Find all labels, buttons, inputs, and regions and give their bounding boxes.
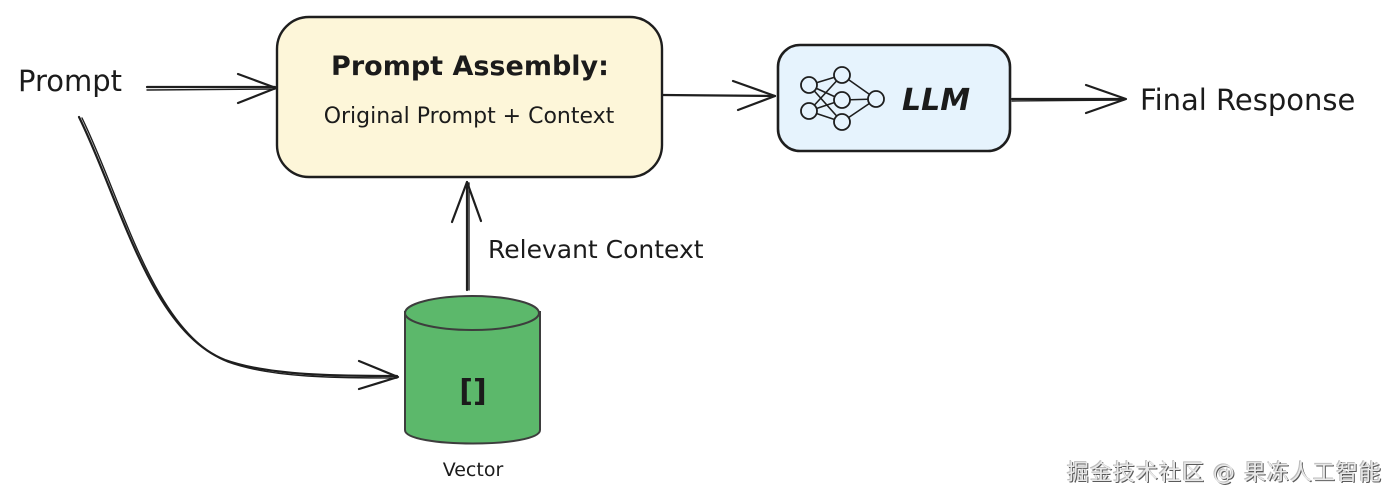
llm-label: LLM xyxy=(902,83,970,118)
prompt-assembly-shape xyxy=(275,15,664,179)
prompt-assembly-subtitle: Original Prompt + Context xyxy=(324,104,615,129)
prompt-assembly-title: Prompt Assembly: xyxy=(331,51,609,82)
llm-box: LLM xyxy=(776,43,1012,153)
vector-store: [] Vector xyxy=(404,295,541,481)
vector-label: Vector xyxy=(443,459,504,481)
final-response-label: Final Response xyxy=(1140,83,1355,117)
neural-network-icon xyxy=(800,66,885,131)
arrow-assembly-to-llm xyxy=(661,79,777,112)
arrow-llm-to-response xyxy=(1010,83,1128,115)
arrow-prompt-to-vector xyxy=(77,115,400,391)
arrow-prompt-to-assembly xyxy=(145,72,278,105)
vector-cylinder-top xyxy=(404,295,540,331)
arrow-vector-to-assembly xyxy=(450,180,483,292)
vector-cylinder-body xyxy=(404,311,541,445)
prompt-label: Prompt xyxy=(18,64,122,98)
watermark: 掘金技术社区 @ 果冻人工智能 xyxy=(1067,461,1382,486)
prompt-assembly-box: Prompt Assembly: Original Prompt + Conte… xyxy=(275,15,664,179)
vector-brackets-icon: [] xyxy=(459,374,486,409)
relevant-context-label: Relevant Context xyxy=(488,235,704,264)
llm-shape xyxy=(776,43,1012,153)
